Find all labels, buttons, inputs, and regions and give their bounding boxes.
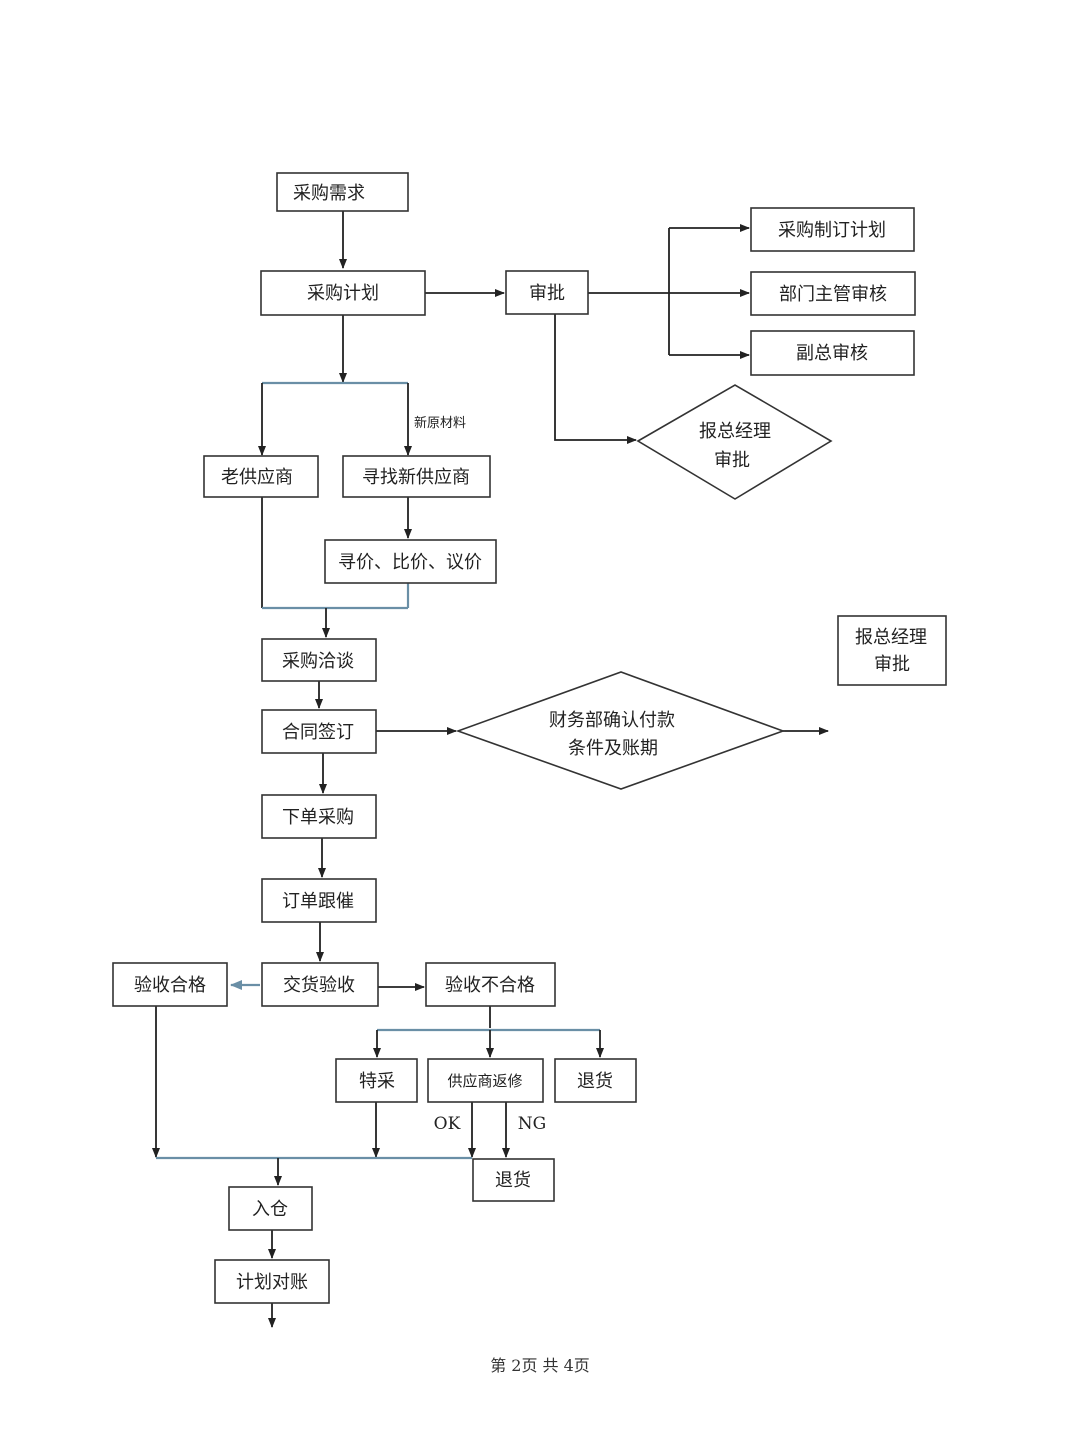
node-place-order-label: 下单采购	[282, 807, 354, 828]
edge-approval-to-gm	[554, 314, 637, 444]
node-find-new-supplier-label: 寻找新供应商	[362, 467, 470, 488]
node-finance-confirm-line2: 条件及账期	[568, 738, 658, 759]
node-place-order: 下单采购	[261, 794, 377, 839]
node-return-goods-1: 退货	[554, 1058, 637, 1103]
node-approval-label: 审批	[529, 283, 565, 304]
node-old-supplier-label: 老供应商	[221, 467, 293, 488]
node-vice-review: 副总审核	[750, 330, 915, 376]
node-supplier-repair: 供应商返修	[427, 1058, 544, 1103]
node-approval: 审批	[505, 270, 589, 315]
node-vice-review-label: 副总审核	[796, 343, 868, 364]
node-warehouse-in-label: 入仓	[252, 1199, 288, 1220]
node-make-plan-label: 采购制订计划	[778, 220, 886, 241]
label-ng: NG	[518, 1114, 546, 1134]
node-purchase-plan-label: 采购计划	[307, 283, 379, 304]
node-gm-approval-box: 报总经理 审批	[837, 615, 947, 686]
node-delivery-inspection-label: 交货验收	[283, 975, 355, 996]
page-footer: 第 2页 共 4页	[490, 1356, 590, 1375]
node-warehouse-in: 入仓	[228, 1186, 313, 1231]
node-purchase-plan: 采购计划	[260, 270, 426, 316]
node-special-purchase-label: 特采	[359, 1071, 395, 1092]
node-order-follow: 订单跟催	[261, 878, 377, 923]
node-inspection-pass-label: 验收合格	[134, 975, 206, 996]
node-old-supplier: 老供应商	[203, 455, 319, 498]
node-delivery-inspection: 交货验收	[261, 962, 379, 1007]
node-price-inquiry: 寻价、比价、议价	[324, 539, 497, 584]
node-order-follow-label: 订单跟催	[282, 891, 354, 912]
node-gm-approval-diamond-line1: 报总经理	[699, 421, 771, 442]
node-make-plan: 采购制订计划	[750, 207, 915, 252]
label-ok: OK	[434, 1114, 461, 1134]
node-gm-approval-box-line2: 审批	[874, 654, 910, 675]
node-contract-label: 合同签订	[282, 722, 354, 743]
label-new-material: 新原材料	[414, 415, 466, 431]
node-gm-approval-diamond: 报总经理 审批	[636, 384, 833, 500]
node-find-new-supplier: 寻找新供应商	[342, 455, 491, 498]
node-inspection-fail-label: 验收不合格	[445, 975, 535, 996]
node-contract: 合同签订	[261, 709, 377, 754]
node-gm-approval-box-line1: 报总经理	[855, 627, 927, 648]
node-purchase-demand: 采购需求	[276, 172, 409, 212]
node-negotiation-label: 采购洽谈	[282, 651, 354, 672]
node-gm-approval-diamond-line2: 审批	[714, 450, 750, 471]
node-dept-review-label: 部门主管审核	[779, 284, 887, 305]
node-plan-reconcile-label: 计划对账	[236, 1272, 308, 1293]
node-negotiation: 采购洽谈	[261, 638, 377, 682]
node-return-goods-2-label: 退货	[495, 1170, 531, 1191]
node-purchase-demand-label: 采购需求	[293, 183, 365, 204]
node-return-goods-1-label: 退货	[577, 1071, 613, 1092]
node-special-purchase: 特采	[335, 1058, 418, 1103]
node-finance-confirm-diamond: 财务部确认付款 条件及账期	[455, 671, 786, 790]
node-finance-confirm-line1: 财务部确认付款	[549, 710, 675, 731]
node-supplier-repair-label: 供应商返修	[447, 1072, 522, 1090]
node-price-inquiry-label: 寻价、比价、议价	[338, 552, 482, 573]
node-inspection-pass: 验收合格	[112, 962, 228, 1007]
connectors	[152, 211, 829, 1328]
node-plan-reconcile: 计划对账	[214, 1259, 330, 1304]
node-dept-review: 部门主管审核	[750, 271, 916, 316]
node-return-goods-2: 退货	[472, 1158, 555, 1202]
node-inspection-fail: 验收不合格	[425, 962, 556, 1007]
